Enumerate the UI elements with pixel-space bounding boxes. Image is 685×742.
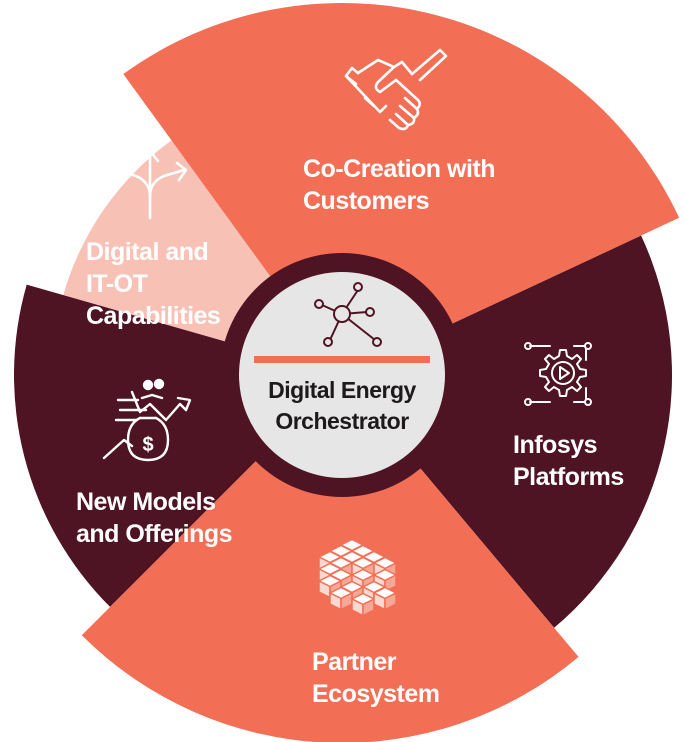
segment-label-line: IT-OT: [86, 270, 148, 298]
segment-label-line: Capabilities: [86, 302, 221, 330]
segment-label-infosys-platforms: Infosys Platforms: [513, 429, 624, 493]
segment-label-line: Partner: [312, 648, 397, 676]
segment-co-creation: [123, 3, 680, 325]
center-title-line: Digital Energy: [268, 377, 416, 403]
gear-play-icon: [524, 342, 592, 406]
segment-label-line: Customers: [303, 187, 430, 215]
cube-face: [362, 597, 375, 617]
center-divider-bar: [254, 356, 430, 363]
segment-label-new-models: New Models and Offerings: [76, 486, 233, 550]
segment-infosys-platforms: [419, 235, 672, 628]
segment-label-line: New Models: [76, 488, 216, 516]
segment-new-models: [13, 284, 258, 607]
split-arrows-icon: [112, 149, 188, 220]
center-title-line: Orchestrator: [275, 408, 409, 434]
cube-face: [384, 591, 397, 611]
network-nodes-icon: [314, 282, 382, 347]
center-disc: [239, 272, 445, 478]
handshake-icon: [344, 48, 448, 131]
segment-label-line: and Offerings: [76, 520, 233, 548]
cube-stack-icon: [317, 538, 398, 617]
segment-label-co-creation: Co-Creation with Customers: [303, 153, 496, 217]
segment-label-line: Platforms: [513, 463, 624, 491]
segment-label-line: Co-Creation with: [303, 155, 496, 183]
segment-label-line: Infosys: [513, 431, 598, 459]
segment-label-partner-ecosystem: Partner Ecosystem: [312, 646, 440, 710]
growth-money-icon: $: [102, 378, 192, 462]
segment-label-digital-itot: Digital and IT-OT Capabilities: [86, 236, 221, 332]
svg-text:$: $: [142, 434, 153, 456]
segment-label-line: Digital and: [86, 238, 209, 266]
center-title: Digital Energy Orchestrator: [242, 375, 442, 437]
segment-label-line: Ecosystem: [312, 680, 440, 708]
